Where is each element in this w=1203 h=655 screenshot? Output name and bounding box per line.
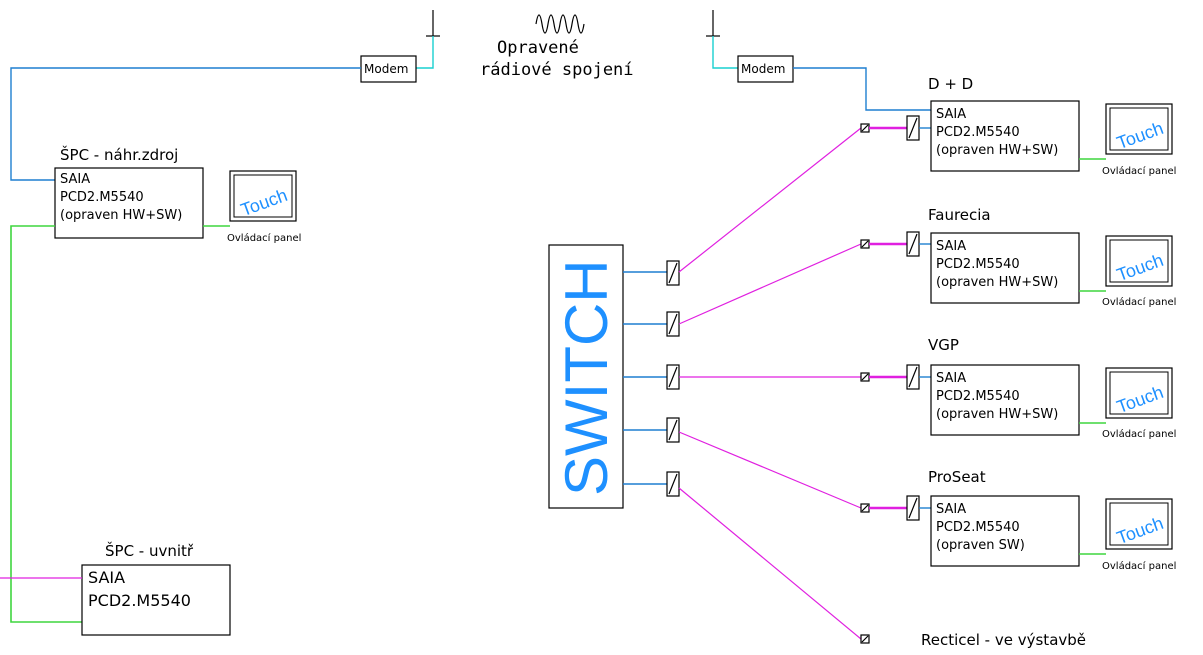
spc-backup-plc: [54, 167, 204, 239]
plant-proseat-endpoint: [860, 503, 870, 513]
eth-link-faurecia: [678, 243, 862, 325]
plant-proseat-plc: [930, 495, 1080, 567]
eth-link-recticel: [678, 487, 862, 640]
modem-right: [737, 55, 794, 83]
plant-vgp-title: VGP: [928, 336, 959, 354]
touch-panel-icon: Touch: [1105, 235, 1173, 287]
plant-dd-line2: PCD2.M5540: [936, 125, 1020, 140]
link-spc-backup-to-spc-inside: [10, 225, 82, 623]
modem-right-label: Modem: [741, 62, 785, 76]
spc-backup-line2: PCD2.M5540: [60, 190, 144, 205]
plant-faurecia-line1: SAIA: [936, 239, 966, 254]
port-converter-1: [666, 260, 680, 286]
plant-dd-line1: SAIA: [936, 107, 966, 122]
plant-faurecia-converter: [906, 231, 920, 257]
plant-proseat-converter: [906, 495, 920, 521]
touch-panel-icon: Touch: [1105, 367, 1173, 419]
port-converter-3: [666, 364, 680, 390]
plant-vgp-plc: [930, 364, 1080, 436]
plant-vgp-converter: [906, 364, 920, 390]
link-modem-right-to-dd: [793, 67, 931, 111]
plant-faurecia-line3: (opraven HW+SW): [936, 275, 1058, 290]
antenna-left-cable: [416, 36, 434, 69]
eth-link-dd: [678, 127, 862, 273]
plant-dd-converter: [906, 115, 920, 141]
antenna-right-cable: [712, 36, 738, 69]
plant-vgp-endpoint: [860, 372, 870, 382]
plant-dd-title: D + D: [928, 75, 973, 93]
spc-backup-panel-label: Ovládací panel: [227, 232, 301, 244]
plant-dd-plc: [930, 100, 1080, 172]
touch-panel-icon: Touch: [229, 170, 297, 222]
plant-faurecia-line2: PCD2.M5540: [936, 257, 1020, 272]
radio-wave-icon: [535, 14, 585, 34]
spc-inside-line2: PCD2.M5540: [88, 591, 191, 610]
plant-proseat-line3: (opraven SW): [936, 538, 1025, 553]
modem-left: [360, 55, 417, 83]
radio-link-label-line1: Opravené: [497, 38, 579, 58]
network-switch: [548, 244, 624, 509]
port-converter-2: [666, 311, 680, 337]
spc-inside-plc: [81, 564, 231, 636]
plant-faurecia-panel-label: Ovládací panel: [1102, 296, 1176, 308]
plant-dd-panel-label: Ovládací panel: [1102, 165, 1176, 177]
plant-proseat-panel-label: Ovládací panel: [1102, 560, 1176, 572]
radio-link-label-line2: rádiové spojení: [480, 60, 634, 80]
spc-inside-line1: SAIA: [88, 568, 125, 587]
antenna-right: [706, 10, 720, 37]
plant-faurecia-endpoint: [860, 239, 870, 249]
plant-proseat-line1: SAIA: [936, 502, 966, 517]
plant-proseat-line2: PCD2.M5540: [936, 520, 1020, 535]
spc-inside-title: ŠPC - uvnitř: [105, 541, 194, 560]
eth-link-proseat: [678, 431, 862, 509]
port-converter-5: [666, 471, 680, 497]
spc-backup-line1: SAIA: [60, 172, 90, 187]
spc-backup-title: ŠPC - náhr.zdroj: [60, 145, 178, 164]
touch-panel-icon: Touch: [1105, 103, 1173, 155]
plant-faurecia-plc: [930, 232, 1080, 304]
recticel-label: Recticel - ve výstavbě: [921, 631, 1086, 649]
modem-left-label: Modem: [364, 62, 408, 76]
plant-vgp-line3: (opraven HW+SW): [936, 407, 1058, 422]
plant-dd-endpoint: [860, 123, 870, 133]
plant-vgp-line2: PCD2.M5540: [936, 389, 1020, 404]
switch-label: SWITCH: [553, 259, 620, 496]
touch-panel-icon: Touch: [1105, 498, 1173, 550]
recticel-endpoint: [860, 634, 870, 644]
plant-faurecia-title: Faurecia: [928, 206, 991, 224]
plant-dd-line3: (opraven HW+SW): [936, 143, 1058, 158]
plant-proseat-title: ProSeat: [928, 468, 986, 486]
plant-vgp-panel-label: Ovládací panel: [1102, 428, 1176, 440]
antenna-left: [426, 10, 440, 37]
spc-backup-line3: (opraven HW+SW): [60, 208, 182, 223]
port-converter-4: [666, 417, 680, 443]
link-modem-left-to-spc-backup: [10, 67, 361, 181]
plant-vgp-line1: SAIA: [936, 371, 966, 386]
